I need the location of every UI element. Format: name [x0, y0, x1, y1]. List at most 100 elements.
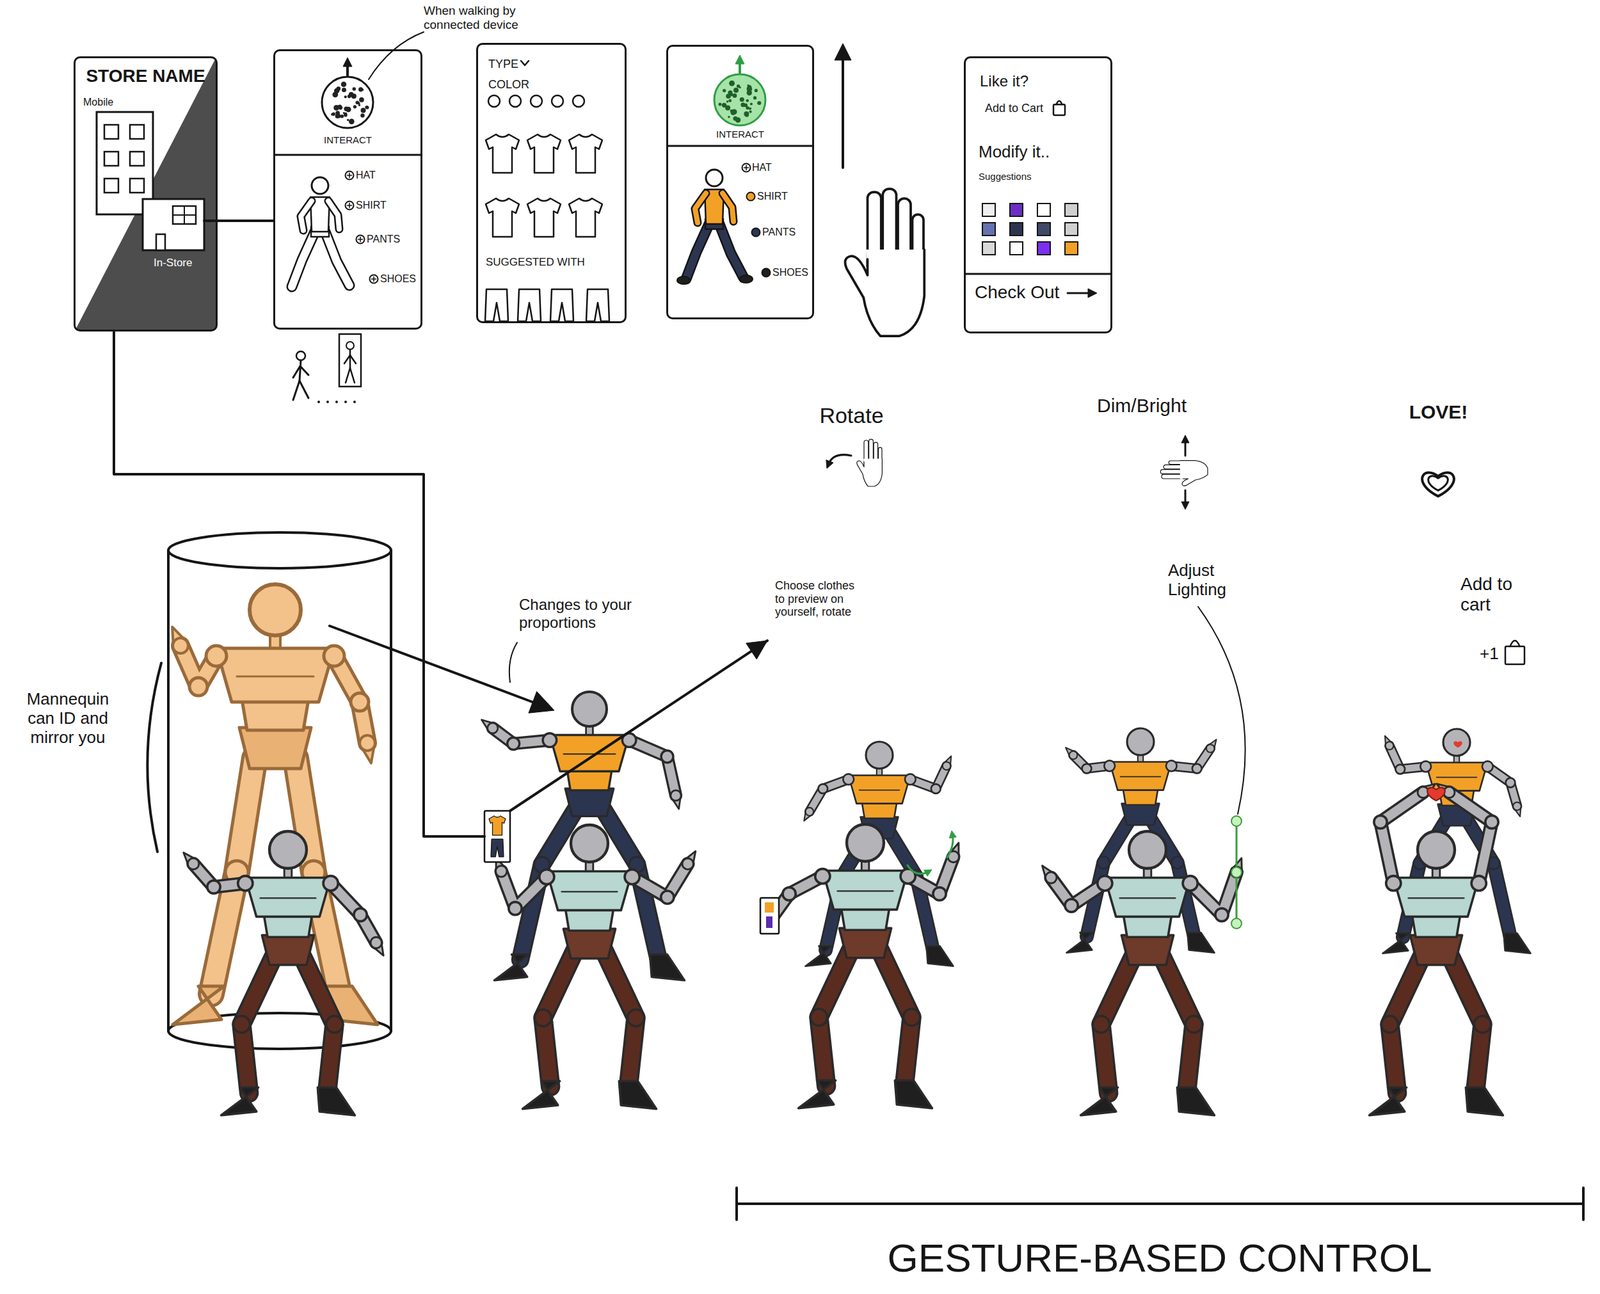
connector: [510, 640, 768, 811]
head: [846, 824, 884, 862]
elbow-joint: [1485, 815, 1499, 829]
wrist-joint: [682, 858, 694, 870]
screen-divider: [668, 145, 813, 148]
tube-top: [1328, 512, 1549, 548]
tube-side: [469, 540, 473, 1016]
arm-outline: [722, 193, 734, 222]
speckle: [725, 93, 731, 99]
foot: [805, 945, 833, 967]
color-swatch: [982, 203, 996, 217]
shoe: [677, 276, 690, 285]
shoulder-joint: [1166, 760, 1177, 772]
elbow-joint: [1082, 764, 1092, 774]
speckle: [745, 99, 749, 103]
hand-icon: [856, 439, 883, 487]
tube-base: [1328, 987, 1549, 1024]
color-swatch: [1064, 241, 1078, 255]
clothes-card: [760, 897, 779, 934]
arm: [1448, 792, 1492, 884]
knee-joint: [1473, 1016, 1491, 1033]
text-slot: COLOR: [488, 78, 530, 92]
tube-side: [1326, 529, 1330, 1006]
dropdown-caret: [520, 60, 529, 66]
chest-seam: [1436, 776, 1478, 779]
text-slot: Rotate: [741, 403, 962, 429]
chest-seam: [563, 753, 616, 755]
shirt-icon: [568, 198, 603, 237]
hand-icon: [1160, 460, 1208, 487]
chest: [1109, 762, 1172, 791]
elbow-joint: [931, 784, 941, 794]
speckle: [735, 117, 741, 123]
wooden-mannequin: [172, 584, 378, 1025]
speckle: [352, 87, 357, 91]
shoulder-joint: [1104, 760, 1115, 772]
shirt-outline: [485, 198, 520, 237]
interact-button: [714, 74, 766, 126]
arm: [632, 864, 688, 898]
elbow-joint: [189, 677, 208, 696]
love-heart: [1427, 787, 1446, 802]
wrist-joint: [359, 735, 376, 751]
arm-outline: [1487, 766, 1517, 807]
door-figure-head: [346, 341, 354, 350]
text-slot: Modify it..: [978, 142, 1050, 162]
elbow-joint: [508, 901, 522, 915]
node-text: Adjust Lighting: [1168, 561, 1250, 600]
window-bar: [172, 214, 196, 216]
arm-outline: [809, 779, 849, 812]
slider-knob: [1231, 918, 1242, 929]
wrist-joint: [1512, 801, 1522, 811]
text-slot: Add to cart: [1460, 574, 1538, 616]
foot: [221, 1087, 259, 1116]
tube-outline: [1326, 510, 1551, 1026]
color-swatch: [1064, 203, 1078, 217]
elbow-joint: [1395, 764, 1405, 775]
shopper-figure: [763, 824, 959, 1109]
pants-icon: [586, 289, 610, 322]
foot: [798, 1080, 836, 1109]
text-slot: PANTS: [366, 233, 400, 246]
waist: [241, 699, 309, 731]
speckle: [748, 107, 752, 111]
text-slot: TYPE: [488, 57, 519, 72]
waist: [1123, 789, 1159, 806]
arm: [1487, 766, 1517, 807]
chest: [1393, 878, 1479, 918]
arm-outline: [632, 864, 688, 898]
mirror-mannequin: [1065, 728, 1216, 953]
mirror-mannequin: [481, 691, 685, 981]
trail-dot: [344, 400, 347, 404]
building-window: [104, 178, 119, 193]
shirt-outline: [488, 816, 506, 836]
text-slot: SHIRT: [355, 199, 387, 212]
speckle: [358, 87, 363, 92]
elbow-joint: [782, 887, 796, 901]
pelvis: [563, 928, 616, 959]
text-slot: HAT: [752, 161, 772, 174]
foot: [1369, 1087, 1407, 1116]
waist: [565, 908, 614, 932]
waist: [567, 769, 612, 791]
speckle: [343, 106, 349, 111]
foot: [1383, 933, 1410, 954]
phone-screen: Like it?Add to CartModify it..Suggestion…: [963, 56, 1113, 334]
tube-base: [471, 997, 697, 1034]
speckle: [745, 106, 749, 110]
chest-seam: [236, 675, 314, 678]
palm: [845, 249, 925, 336]
store-link: [204, 219, 216, 223]
node-text: Modify it..: [978, 142, 1050, 162]
pants-outline: [490, 839, 504, 857]
speckle: [333, 104, 340, 111]
dim-arrow: [1184, 441, 1187, 456]
foot: [650, 954, 685, 981]
color-swatch: [982, 241, 996, 255]
elbow-joint: [353, 908, 367, 921]
walker-head: [296, 351, 306, 361]
color-swatch: [1037, 203, 1051, 217]
door-figure-body: [349, 349, 352, 368]
shoulder-joint: [1420, 760, 1432, 772]
interact-button: [321, 76, 374, 128]
store-door: [156, 234, 166, 251]
